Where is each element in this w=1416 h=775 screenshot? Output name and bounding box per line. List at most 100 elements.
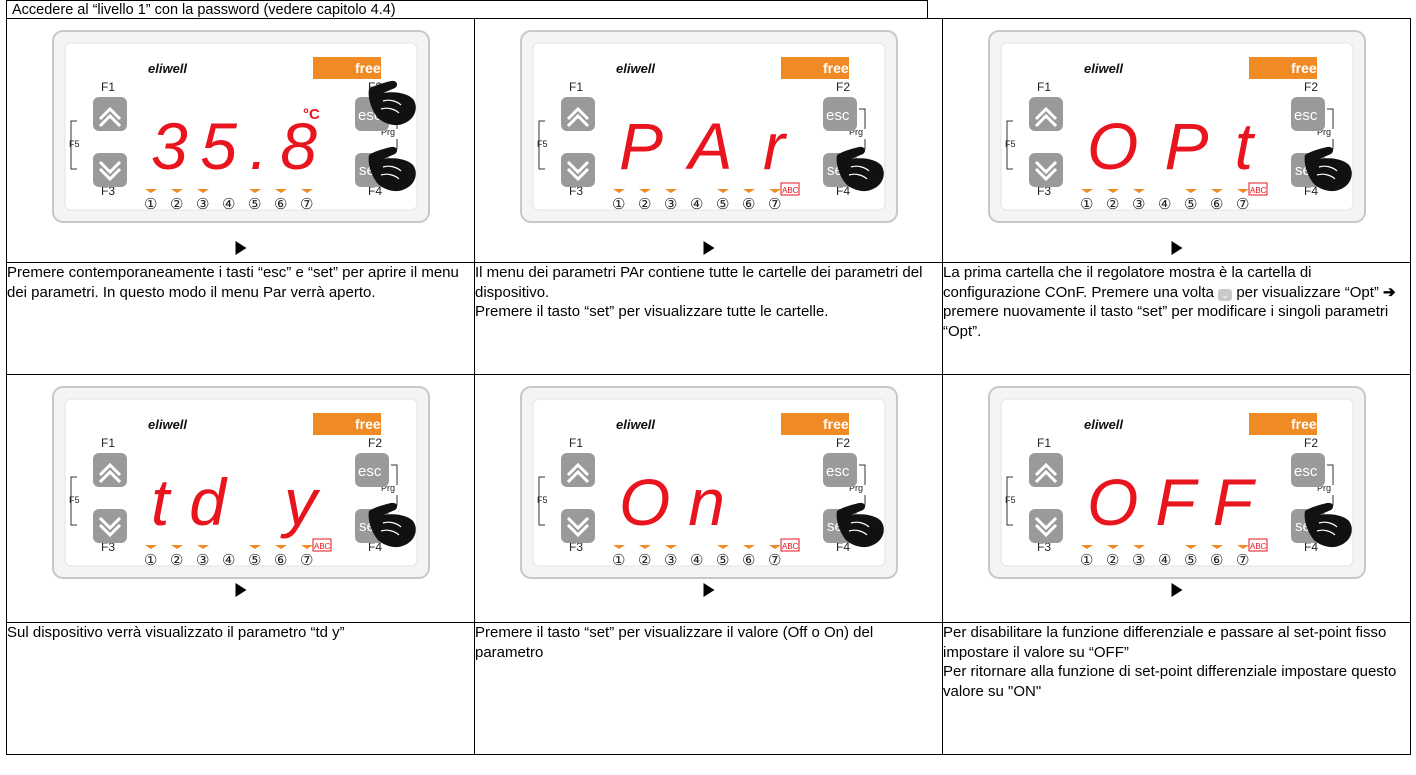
- led-number: ④: [690, 196, 703, 213]
- led-indicator: [613, 189, 625, 193]
- led-number: ④: [1158, 552, 1171, 569]
- led-indicator: [1081, 545, 1093, 549]
- led-number: ③: [664, 552, 677, 569]
- header-title: Accedere al “livello 1” con la password …: [6, 0, 928, 18]
- led-indicator: [249, 545, 261, 549]
- up-chevron-icon: [566, 106, 590, 128]
- key-f1-label: F1: [1037, 80, 1051, 94]
- led-indicator: [717, 545, 729, 549]
- key-f3-label: F3: [1037, 540, 1051, 554]
- led-number: ⑦: [1236, 196, 1249, 213]
- key-f1-label: F1: [569, 80, 583, 94]
- led-indicator: [717, 189, 729, 193]
- step-5-text: Premere il tasto “set” per visualizzare …: [474, 622, 943, 755]
- key-prg-label: Prg: [849, 483, 863, 493]
- led-number: ⑤: [248, 196, 261, 213]
- led-indicator: [1107, 189, 1119, 193]
- led-indicator: [1237, 545, 1249, 549]
- brand-logo: eliwell: [1084, 417, 1123, 432]
- key-f5-label: F5: [537, 495, 548, 505]
- abc-indicator-label: ABC: [314, 542, 331, 551]
- key-f1-label: F1: [101, 436, 115, 450]
- next-arrow-icon: [235, 241, 246, 255]
- key-f2-label: F2: [836, 436, 850, 450]
- led-indicator: [301, 189, 313, 193]
- step-2-paragraph-2: Premere il tasto “set” per visualizzare …: [475, 303, 829, 320]
- f5-bracket: [70, 476, 77, 526]
- display-value: 35.8: [151, 109, 321, 183]
- step-6-text: Per disabilitare la funzione differenzia…: [942, 622, 1411, 755]
- panel-face: [64, 398, 418, 567]
- led-indicator: [1237, 189, 1249, 193]
- led-number: ⑦: [768, 196, 781, 213]
- led-indicator: [1133, 545, 1145, 549]
- led-number: ②: [638, 196, 651, 213]
- key-f4-label: F4: [1304, 540, 1318, 554]
- key-f3-label: F3: [101, 540, 115, 554]
- led-number: ②: [1106, 552, 1119, 569]
- down-chevron-icon: [1034, 160, 1058, 182]
- panel-face: [1000, 398, 1354, 567]
- down-key-icon: ⌄: [1218, 288, 1233, 301]
- led-indicator: [743, 189, 755, 193]
- esc-key: [1291, 97, 1325, 131]
- panel-face: [1000, 42, 1354, 211]
- led-number: ⑤: [716, 196, 729, 213]
- step-4-paragraph: Sul dispositivo verrà visualizzato il pa…: [7, 624, 345, 641]
- free-badge-label: free: [823, 416, 849, 432]
- led-number: ⑥: [1210, 552, 1223, 569]
- led-indicator: [769, 189, 781, 193]
- led-number: ①: [144, 196, 157, 213]
- led-number: ⑥: [742, 552, 755, 569]
- hand-pointer-icon: [1304, 146, 1352, 192]
- esc-key-label: esc: [1294, 463, 1318, 480]
- step-2-text: Il menu dei parametri PAr contiene tutte…: [474, 262, 943, 375]
- key-f2-label: F2: [1304, 80, 1318, 94]
- steps-table: eliwellfreeF1F2F3F4F5Prgescset35.8°C①②③④…: [6, 18, 1411, 755]
- key-f3-label: F3: [569, 540, 583, 554]
- next-arrow-icon: [703, 583, 714, 597]
- display-value: On: [619, 465, 729, 539]
- controller-panel: eliwellfreeF1F2F3F4F5Prgescset35.8°C①②③④…: [52, 30, 430, 223]
- led-indicator: [1081, 189, 1093, 193]
- led-number: ④: [1158, 196, 1171, 213]
- key-f5-label: F5: [69, 495, 80, 505]
- document: Accedere al “livello 1” con la password …: [6, 0, 1411, 775]
- display-value: PAr: [619, 109, 789, 183]
- next-arrow-icon: [1171, 241, 1182, 255]
- led-indicator: [1133, 189, 1145, 193]
- key-f5-label: F5: [1005, 495, 1016, 505]
- panel-face: [532, 42, 886, 211]
- free-badge: [313, 413, 381, 435]
- led-indicator: [275, 189, 287, 193]
- led-number: ⑦: [300, 196, 313, 213]
- led-number: ②: [1106, 196, 1119, 213]
- led-number: ③: [196, 552, 209, 569]
- led-number: ③: [196, 196, 209, 213]
- led-number: ⑤: [1184, 196, 1197, 213]
- led-number: ⑥: [274, 552, 287, 569]
- key-f3-label: F3: [569, 184, 583, 198]
- led-number: ①: [1080, 196, 1093, 213]
- key-prg-label: Prg: [1317, 483, 1331, 493]
- esc-key: [823, 453, 857, 487]
- key-f4-label: F4: [836, 184, 850, 198]
- led-number: ④: [222, 196, 235, 213]
- led-indicator: [171, 545, 183, 549]
- led-indicator: [275, 545, 287, 549]
- hand-pointer-icon: [368, 146, 416, 192]
- step-1-text: Premere contemporaneamente i tasti “esc”…: [6, 262, 475, 375]
- key-f4-label: F4: [368, 184, 382, 198]
- step-2-paragraph-1: Il menu dei parametri PAr contiene tutte…: [475, 264, 923, 301]
- hand-pointer-icon: [368, 80, 416, 126]
- brand-logo: eliwell: [148, 417, 187, 432]
- display-value: OFF: [1087, 465, 1257, 539]
- hand-pointer-icon: [836, 146, 884, 192]
- free-badge-label: free: [1291, 60, 1317, 76]
- free-badge-label: free: [823, 60, 849, 76]
- esc-key-label: esc: [826, 107, 850, 124]
